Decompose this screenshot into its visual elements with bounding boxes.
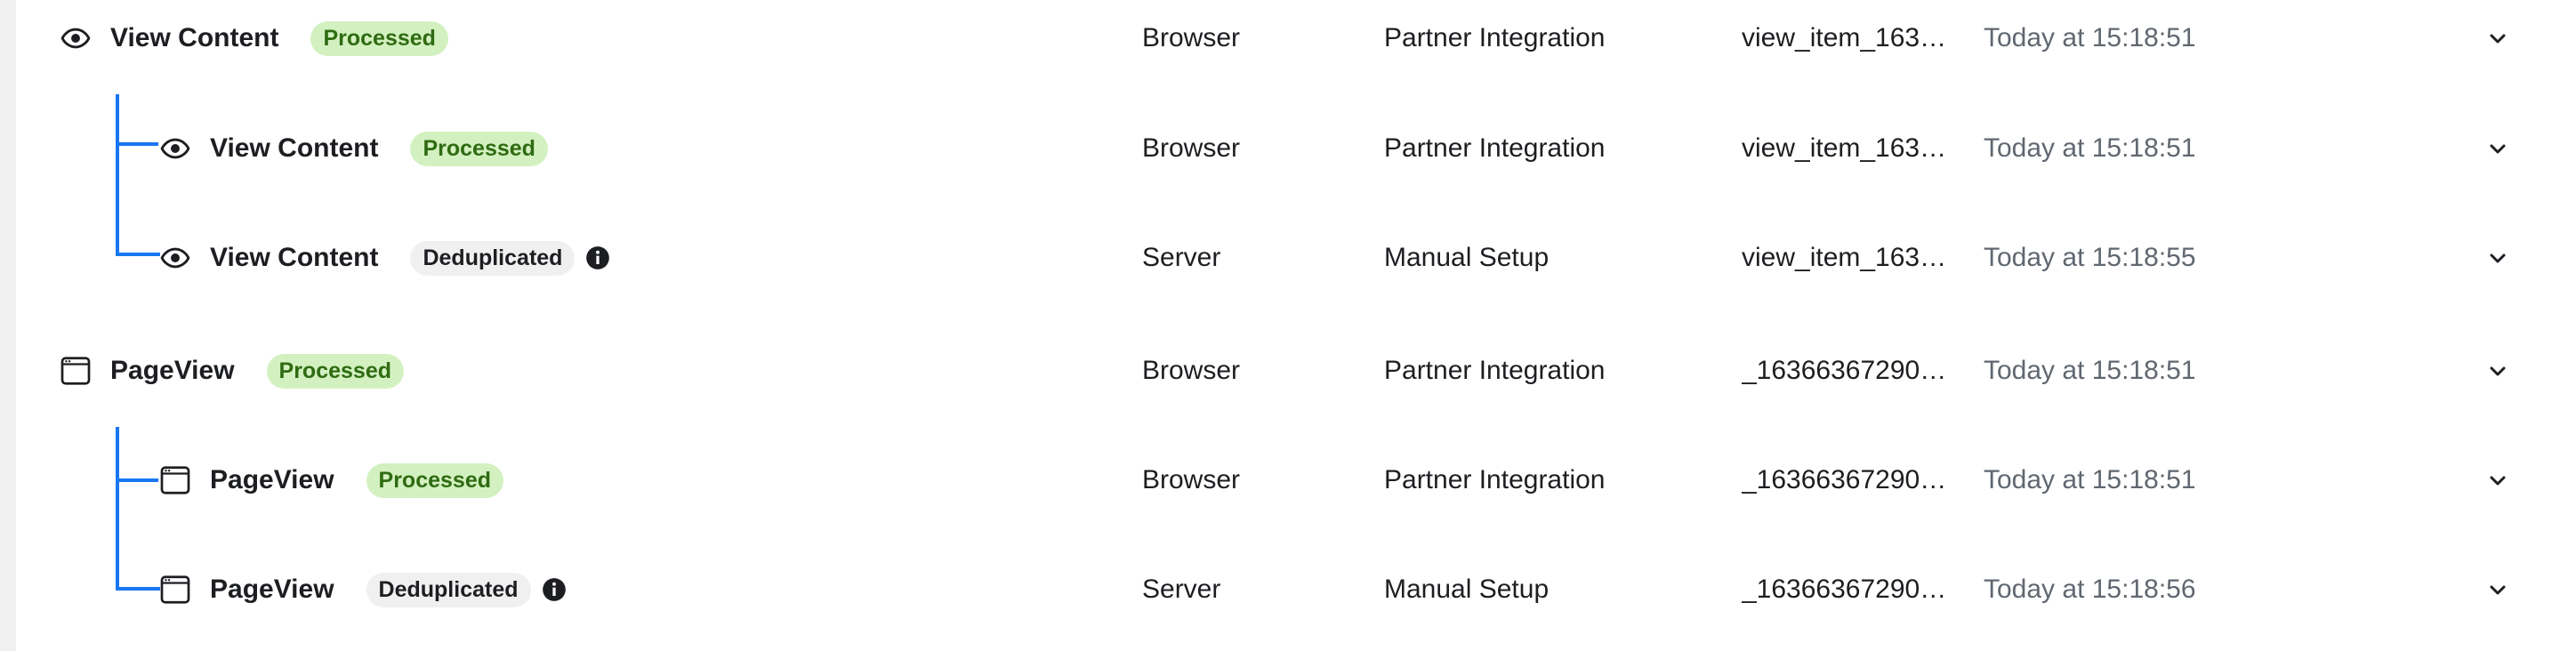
- browser-window-icon: [158, 463, 192, 497]
- event-cell: PageView Processed: [59, 322, 404, 420]
- tree-branch: [116, 142, 158, 146]
- chevron-down-icon[interactable]: [2480, 209, 2516, 307]
- status-badge: Processed: [366, 462, 503, 498]
- timestamp-cell: Today at 15:18:51: [1984, 356, 2196, 385]
- event-name: PageView: [210, 465, 334, 494]
- setup-method-cell: Manual Setup: [1384, 243, 1550, 272]
- source-cell: Browser: [1142, 465, 1241, 494]
- source-cell: Browser: [1142, 23, 1241, 52]
- setup-method-cell: Partner Integration: [1384, 133, 1606, 163]
- info-icon[interactable]: [585, 245, 610, 270]
- event-row-view-content[interactable]: View Content Processed Browser Partner I…: [16, 0, 2576, 87]
- eye-icon: [59, 21, 93, 55]
- setup-method-cell: Partner Integration: [1384, 356, 1606, 385]
- source-cell: Browser: [1142, 356, 1241, 385]
- event-id-cell: _16366367290…: [1742, 356, 1946, 385]
- event-cell: PageView Deduplicated: [158, 541, 567, 639]
- status-badge: Deduplicated: [366, 572, 531, 607]
- event-id-cell: view_item_163…: [1742, 23, 1946, 52]
- tree-connector: [116, 427, 160, 591]
- browser-window-icon: [59, 354, 93, 388]
- info-icon[interactable]: [542, 577, 567, 602]
- setup-method-cell: Partner Integration: [1384, 465, 1606, 494]
- status-badge: Deduplicated: [410, 240, 576, 276]
- status-badge: Processed: [310, 20, 448, 56]
- timestamp-cell: Today at 15:18:56: [1984, 575, 2196, 604]
- events-panel: View Content Processed Browser Partner I…: [16, 0, 2576, 651]
- event-id-cell: view_item_163…: [1742, 243, 1946, 272]
- event-name: View Content: [110, 23, 279, 52]
- event-row-view-content-browser[interactable]: View Content Processed Browser Partner I…: [16, 100, 2576, 197]
- browser-window-icon: [158, 573, 192, 607]
- event-row-pageview-server[interactable]: PageView Deduplicated Server Manual Setu…: [16, 541, 2576, 639]
- event-row-pageview-browser[interactable]: PageView Processed Browser Partner Integ…: [16, 431, 2576, 529]
- event-row-view-content-server[interactable]: View Content Deduplicated Server Manual …: [16, 209, 2576, 307]
- event-name: View Content: [210, 243, 379, 272]
- event-row-pageview[interactable]: PageView Processed Browser Partner Integ…: [16, 322, 2576, 420]
- event-cell: View Content Processed: [158, 100, 548, 197]
- chevron-down-icon[interactable]: [2480, 0, 2516, 87]
- setup-method-cell: Partner Integration: [1384, 23, 1606, 52]
- timestamp-cell: Today at 15:18:51: [1984, 133, 2196, 163]
- chevron-down-icon[interactable]: [2480, 100, 2516, 197]
- chevron-down-icon[interactable]: [2480, 541, 2516, 639]
- eye-icon: [158, 241, 192, 275]
- timestamp-cell: Today at 15:18:55: [1984, 243, 2196, 272]
- chevron-down-icon[interactable]: [2480, 431, 2516, 529]
- setup-method-cell: Manual Setup: [1384, 575, 1550, 604]
- event-cell: View Content Deduplicated: [158, 209, 610, 307]
- event-name: PageView: [110, 356, 235, 385]
- status-badge: Processed: [410, 131, 548, 166]
- event-cell: View Content Processed: [59, 0, 448, 87]
- event-name: PageView: [210, 575, 334, 604]
- source-cell: Browser: [1142, 133, 1241, 163]
- event-name: View Content: [210, 133, 379, 163]
- timestamp-cell: Today at 15:18:51: [1984, 465, 2196, 494]
- tree-branch: [116, 478, 158, 482]
- event-id-cell: _16366367290…: [1742, 575, 1946, 604]
- status-badge: Processed: [266, 353, 404, 389]
- event-id-cell: view_item_163…: [1742, 133, 1946, 163]
- event-cell: PageView Processed: [158, 431, 503, 529]
- eye-icon: [158, 132, 192, 165]
- source-cell: Server: [1142, 575, 1221, 604]
- timestamp-cell: Today at 15:18:51: [1984, 23, 2196, 52]
- chevron-down-icon[interactable]: [2480, 322, 2516, 420]
- source-cell: Server: [1142, 243, 1221, 272]
- tree-connector: [116, 94, 160, 256]
- event-id-cell: _16366367290…: [1742, 465, 1946, 494]
